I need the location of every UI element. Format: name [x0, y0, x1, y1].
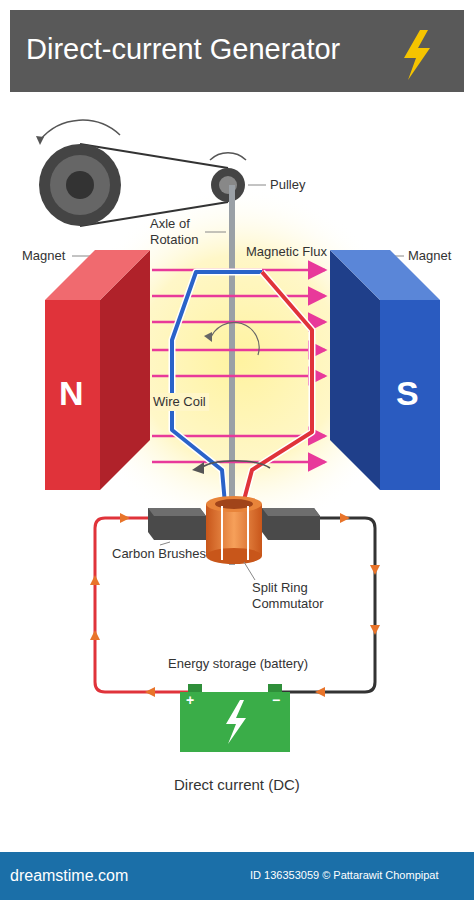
- part-label: Axle of Rotation: [150, 216, 208, 247]
- part-label: Magnet: [408, 248, 451, 264]
- title: Direct-current Generator: [26, 32, 340, 67]
- image-credit: ID 136353059 © Pattarawit Chompipat: [250, 869, 439, 882]
- leader-lines: [72, 185, 404, 580]
- magnet-north-shape: [45, 245, 150, 490]
- part-label: Energy storage (battery): [168, 656, 308, 672]
- magnet-north: N: [45, 245, 150, 490]
- pole-letter: S: [396, 373, 419, 414]
- part-label: Split Ring Commutator: [252, 580, 336, 611]
- terminal-sign: −: [272, 692, 280, 709]
- part-label: Carbon Brushes: [112, 546, 206, 562]
- pole-letter: N: [59, 373, 84, 414]
- lightning-icon: [404, 30, 430, 80]
- terminal-sign: +: [186, 692, 194, 709]
- footer-bar: [0, 852, 474, 900]
- split-ring-commutator: [206, 496, 262, 564]
- pulley: [36, 120, 246, 226]
- battery: +−: [180, 684, 290, 752]
- magnet-south: S: [330, 245, 440, 490]
- caption: Direct current (DC): [174, 776, 300, 794]
- part-label: Magnet: [22, 248, 65, 264]
- magnet-south-shape: [330, 245, 440, 490]
- watermark: dreamstime.com: [10, 866, 128, 885]
- glow: [70, 185, 410, 535]
- part-label: Magnetic Flux: [246, 244, 327, 260]
- part-label: Pulley: [270, 177, 305, 193]
- part-label: Wire Coil: [150, 393, 209, 411]
- title-bar: [10, 10, 464, 92]
